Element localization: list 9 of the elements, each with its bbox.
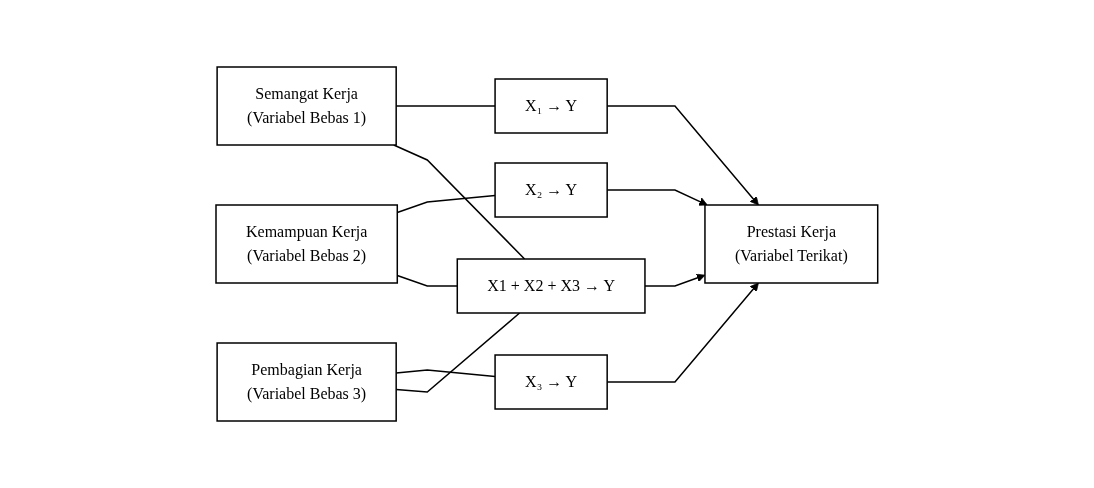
node-box: X₃ → Y bbox=[494, 354, 609, 410]
connector bbox=[393, 144, 526, 260]
node-box: Prestasi Kerja (Variabel Terikat) bbox=[704, 204, 879, 284]
node-box: Kemampuan Kerja (Variabel Bebas 2) bbox=[215, 204, 399, 284]
node-box: X₁ → Y bbox=[494, 78, 609, 134]
node-box: X1 + X2 + X3 → Y bbox=[456, 258, 646, 314]
node-box: X₂ → Y bbox=[494, 162, 609, 218]
node-box: Semangat Kerja (Variabel Bebas 1) bbox=[216, 66, 398, 146]
node-box: Pembagian Kerja (Variabel Bebas 3) bbox=[216, 342, 398, 422]
